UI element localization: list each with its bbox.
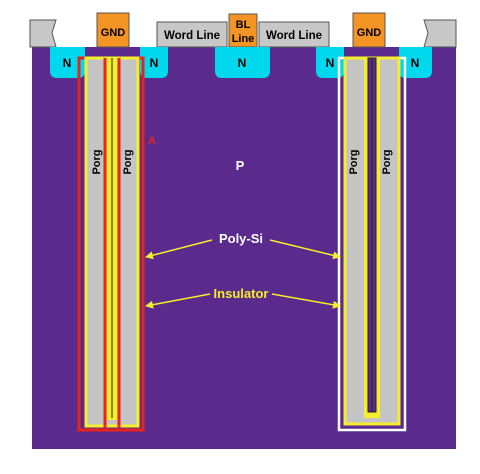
right-edge-pad: [423, 19, 457, 48]
n-region-4: [316, 47, 344, 78]
n-region-5-label: N: [411, 56, 420, 70]
n-region-1: [50, 47, 85, 78]
trench-label-4: Porg: [381, 149, 393, 174]
trench-label-2: Porg: [122, 149, 134, 174]
word-line-right-box: [258, 21, 330, 48]
n-region-1-label: N: [63, 56, 72, 70]
bl-line-label-top: BL: [236, 19, 251, 31]
left-trench: Porg Porg: [77, 56, 145, 432]
n-region-4-label: N: [326, 56, 335, 70]
insulator-label: Insulator: [214, 286, 269, 301]
n-region-3-label: N: [238, 56, 247, 70]
gnd-right-label: GND: [357, 27, 382, 39]
gnd-left-label: GND: [101, 27, 126, 39]
word-line-right-label: Word Line: [266, 30, 322, 42]
n-region-2: [140, 47, 168, 78]
n-region-5: [399, 47, 432, 78]
poly-si-arrow-right: [269, 239, 341, 260]
gnd-right-pad: [352, 12, 386, 48]
n-region-2-label: N: [150, 56, 159, 70]
insulator-arrow-right: [271, 293, 341, 309]
p-region-label: P: [236, 158, 245, 173]
poly-si-label: Poly-Si: [219, 231, 263, 246]
left-edge-pad: [29, 19, 57, 48]
right-trench: Porg Porg: [337, 56, 407, 432]
gnd-left-pad: [96, 12, 130, 48]
trench-label-3: Porg: [348, 149, 360, 174]
word-line-left-box: [156, 21, 228, 48]
bl-line-box: [228, 13, 258, 48]
word-line-left-label: Word Line: [164, 30, 220, 42]
n-region-3: [215, 47, 270, 78]
poly-si-arrow-left: [145, 239, 213, 260]
trench-label-1: Porg: [91, 149, 103, 174]
insulator-arrow-left: [145, 293, 211, 309]
bl-line-label-bottom: Line: [232, 33, 255, 45]
a-marker-label: A: [148, 135, 156, 147]
